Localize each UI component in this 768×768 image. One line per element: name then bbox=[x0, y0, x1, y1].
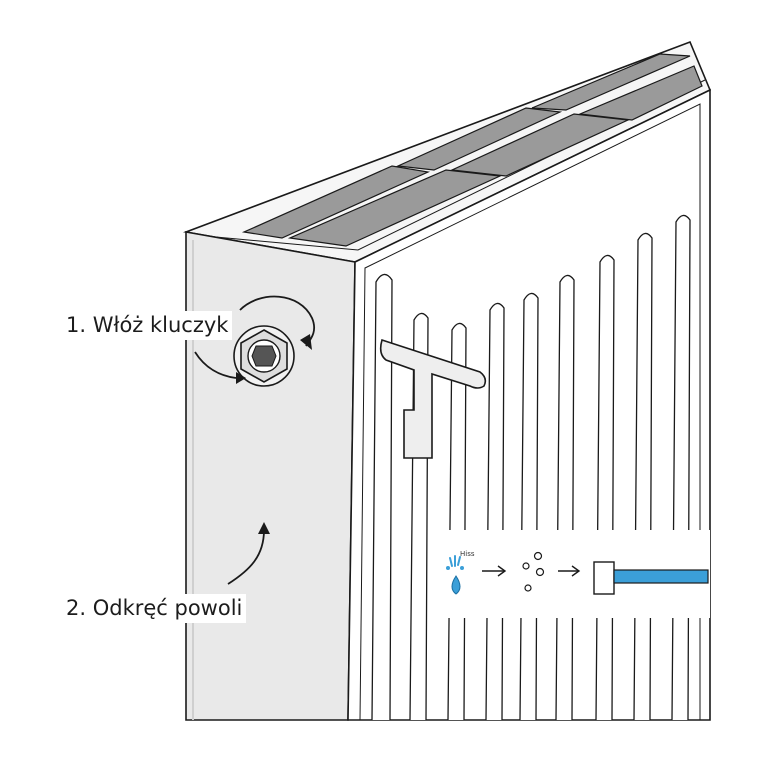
flow-strip: Hiss bbox=[430, 530, 710, 618]
water-drop-icon: Hiss bbox=[446, 550, 475, 595]
hex-socket-icon bbox=[251, 345, 277, 367]
step2-label: 2. Odkręć powoli bbox=[62, 594, 247, 624]
rotate-arrow-icon bbox=[239, 295, 316, 347]
radiator-key-icon bbox=[379, 338, 487, 459]
radiator-side-panel bbox=[185, 231, 356, 721]
radiator-pipe-icon bbox=[593, 561, 709, 595]
step2-arrow-icon bbox=[227, 529, 265, 585]
radiator-top bbox=[182, 40, 712, 263]
top-grille bbox=[241, 53, 703, 247]
bleed-valve bbox=[233, 325, 295, 387]
hiss-label: Hiss bbox=[460, 550, 475, 558]
step1-arrow-icon bbox=[194, 351, 237, 379]
arrow-right-icon bbox=[482, 565, 507, 577]
arrow-right-icon bbox=[558, 565, 581, 577]
step1-label: 1. Włóż kluczyk bbox=[62, 311, 233, 341]
air-bubbles-icon bbox=[522, 551, 545, 592]
